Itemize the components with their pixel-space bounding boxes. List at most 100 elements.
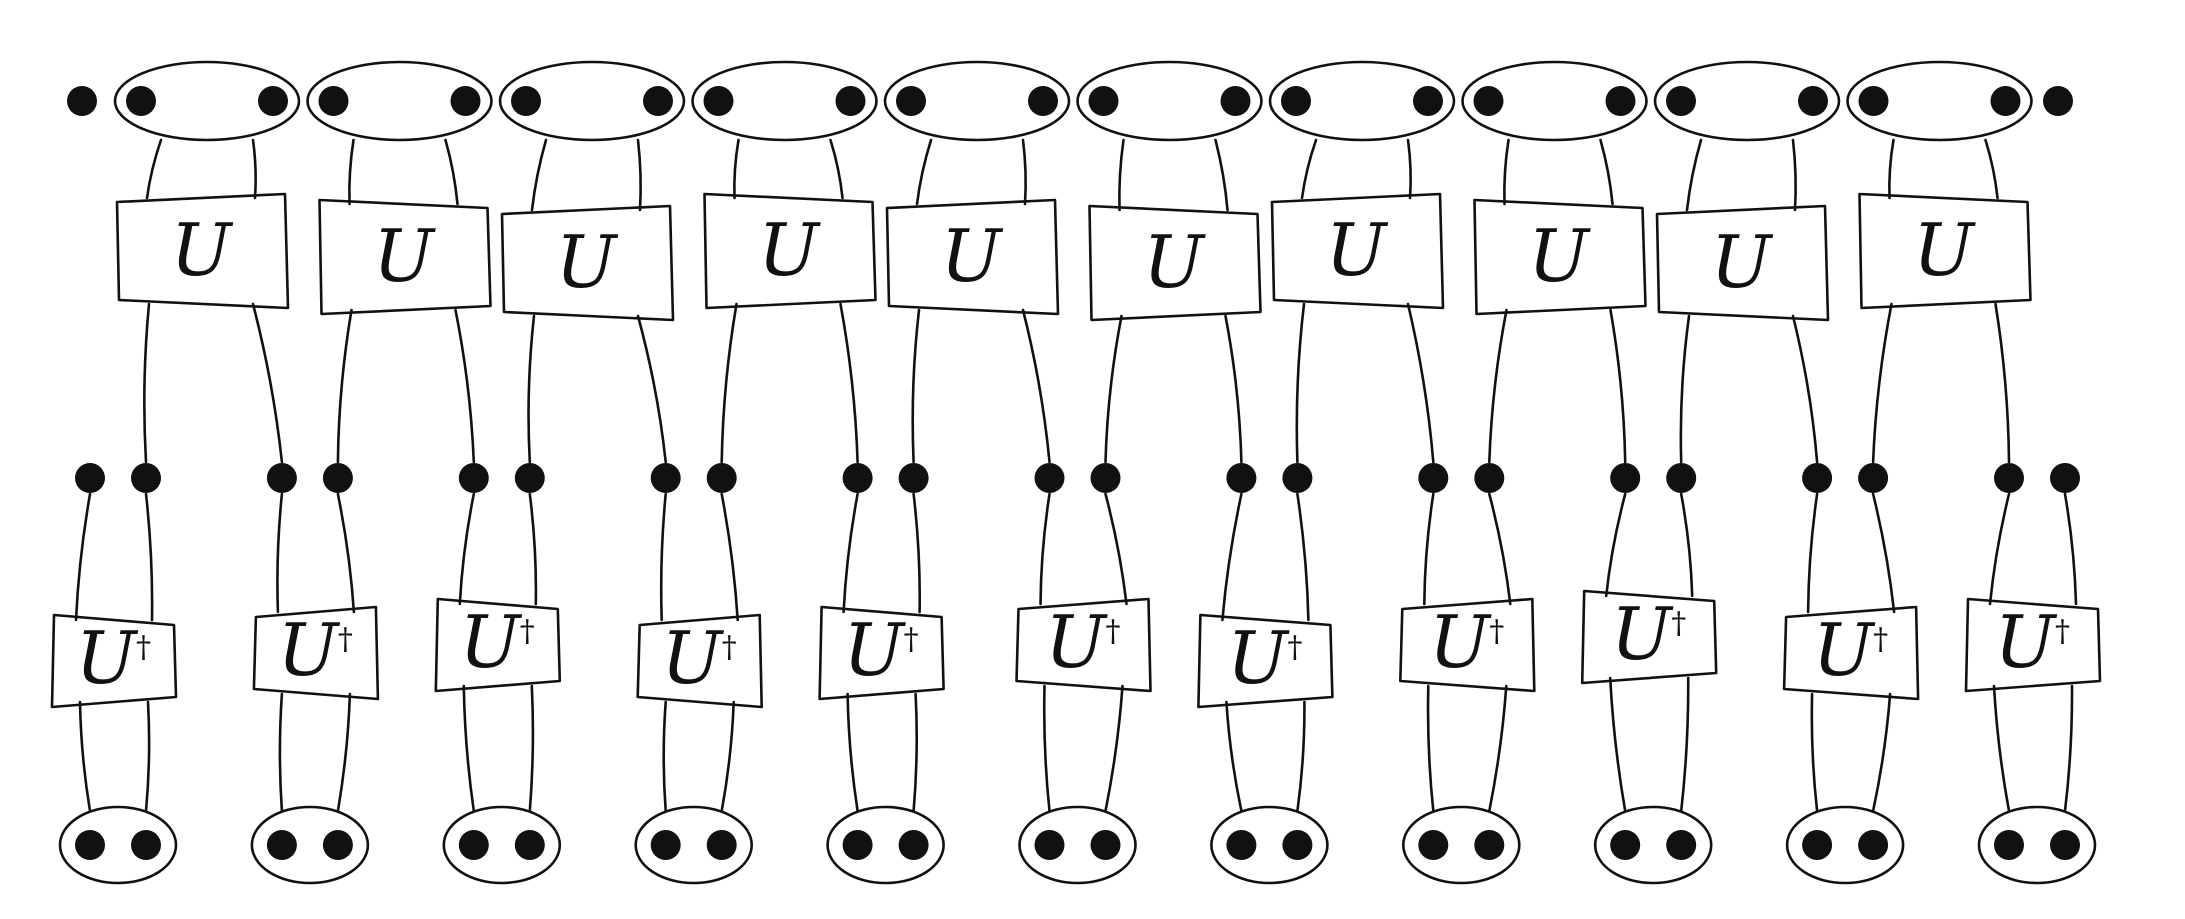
u-dagger-gate-label: U xyxy=(1045,600,1108,684)
u-dagger-gate-box xyxy=(1782,605,1920,701)
wire xyxy=(1225,700,1243,813)
wire xyxy=(1984,138,1999,200)
u-dagger-gate-label: U xyxy=(76,616,139,700)
wire xyxy=(829,138,844,200)
u-dagger-gate-box xyxy=(50,613,178,709)
site-dot xyxy=(1226,830,1257,860)
pair-ellipse xyxy=(1018,805,1137,885)
u-gate-box xyxy=(1088,204,1262,322)
wire xyxy=(527,314,536,464)
bottom-pair xyxy=(1593,805,1713,885)
wire xyxy=(1104,684,1124,813)
middle-site-dot xyxy=(1226,463,1257,493)
u-dagger-gate: U† xyxy=(50,613,178,709)
wire xyxy=(1104,314,1123,464)
u-dagger-gate-label: U xyxy=(1995,600,2058,684)
wire xyxy=(1042,684,1051,813)
u-dagger-gate-label: U xyxy=(1813,608,1876,692)
u-gate-label: U xyxy=(1711,220,1774,304)
udag-upper-wires xyxy=(74,492,2078,622)
u-gate: U xyxy=(1655,204,1830,322)
pair-ellipse xyxy=(306,60,493,142)
site-dot xyxy=(258,86,288,116)
u-dagger-gate: U† xyxy=(1580,589,1718,685)
u-gate: U xyxy=(318,198,492,316)
u-gate-box xyxy=(1655,204,1830,322)
pair-ellipse xyxy=(883,60,1071,142)
wire xyxy=(2063,684,2074,813)
bottom-pair xyxy=(1210,805,1329,885)
wire xyxy=(1296,492,1310,622)
middle-wires xyxy=(143,302,2011,464)
dagger-superscript: † xyxy=(1671,606,1686,641)
bottom-pair xyxy=(1402,805,1521,885)
dagger-superscript: † xyxy=(136,630,151,665)
u-gate: U xyxy=(1270,192,1445,310)
wire xyxy=(1406,138,1412,200)
u-dagger-gate-box xyxy=(434,597,562,693)
wire xyxy=(144,492,154,622)
wire xyxy=(1791,138,1797,212)
u-gate: U xyxy=(1473,198,1647,316)
site-dot xyxy=(1802,830,1833,860)
wire xyxy=(1423,492,1435,606)
u-dagger-gate-label: U xyxy=(843,608,906,692)
site-dot xyxy=(896,86,926,116)
middle-site-dot xyxy=(2050,463,2080,493)
pair-ellipse xyxy=(250,805,370,885)
wire xyxy=(915,138,933,206)
top-paired-sites xyxy=(67,60,2073,142)
u-gate-label: U xyxy=(556,220,619,304)
site-dot xyxy=(131,830,161,860)
bottom-pair xyxy=(1785,805,1905,885)
wire xyxy=(842,492,859,614)
middle-site-dot xyxy=(1610,463,1641,493)
u-gate: U xyxy=(1088,204,1262,322)
top-pair xyxy=(1268,60,1456,142)
wire xyxy=(278,692,284,813)
wire xyxy=(1503,138,1510,206)
middle-site-dot xyxy=(898,463,929,493)
dagger-superscript: † xyxy=(1489,614,1504,649)
site-dot xyxy=(842,830,873,860)
u-gate-box xyxy=(703,192,877,310)
u-dagger-gate: U† xyxy=(1015,597,1152,693)
wire xyxy=(1039,492,1051,606)
wire xyxy=(1224,314,1243,464)
site-dot xyxy=(1028,86,1058,116)
wire xyxy=(1888,138,1895,200)
wire xyxy=(1118,138,1125,212)
wire xyxy=(1992,684,2011,813)
middle-site-dot xyxy=(131,463,161,493)
wire xyxy=(839,302,859,464)
wire xyxy=(1488,492,1512,606)
pair-ellipse xyxy=(1268,60,1456,142)
wire xyxy=(1300,138,1318,200)
wire xyxy=(530,138,548,212)
wire xyxy=(336,308,353,464)
dagger-superscript: † xyxy=(722,630,737,665)
wire xyxy=(336,692,352,813)
wire xyxy=(846,692,859,813)
pair-ellipse xyxy=(1846,60,2033,142)
site-dot xyxy=(1090,830,1121,860)
u-gate-label: U xyxy=(373,214,436,298)
wire xyxy=(720,700,735,813)
u-dagger-gate-box xyxy=(1964,597,2102,693)
wire xyxy=(1104,492,1128,606)
top-pair xyxy=(498,60,686,142)
site-dot xyxy=(1858,86,1889,116)
site-dot xyxy=(1034,830,1065,860)
pair-ellipse xyxy=(1402,805,1521,885)
wire xyxy=(720,492,739,622)
wire xyxy=(1488,308,1508,464)
wire xyxy=(1609,308,1627,464)
wire xyxy=(1679,314,1691,464)
wire xyxy=(912,492,922,614)
site-dot xyxy=(898,830,929,860)
site-dot xyxy=(1990,86,2021,116)
site-dot xyxy=(650,830,681,860)
u-gate-box xyxy=(500,204,675,322)
u-gate-label: U xyxy=(171,208,234,292)
wire xyxy=(912,692,919,813)
